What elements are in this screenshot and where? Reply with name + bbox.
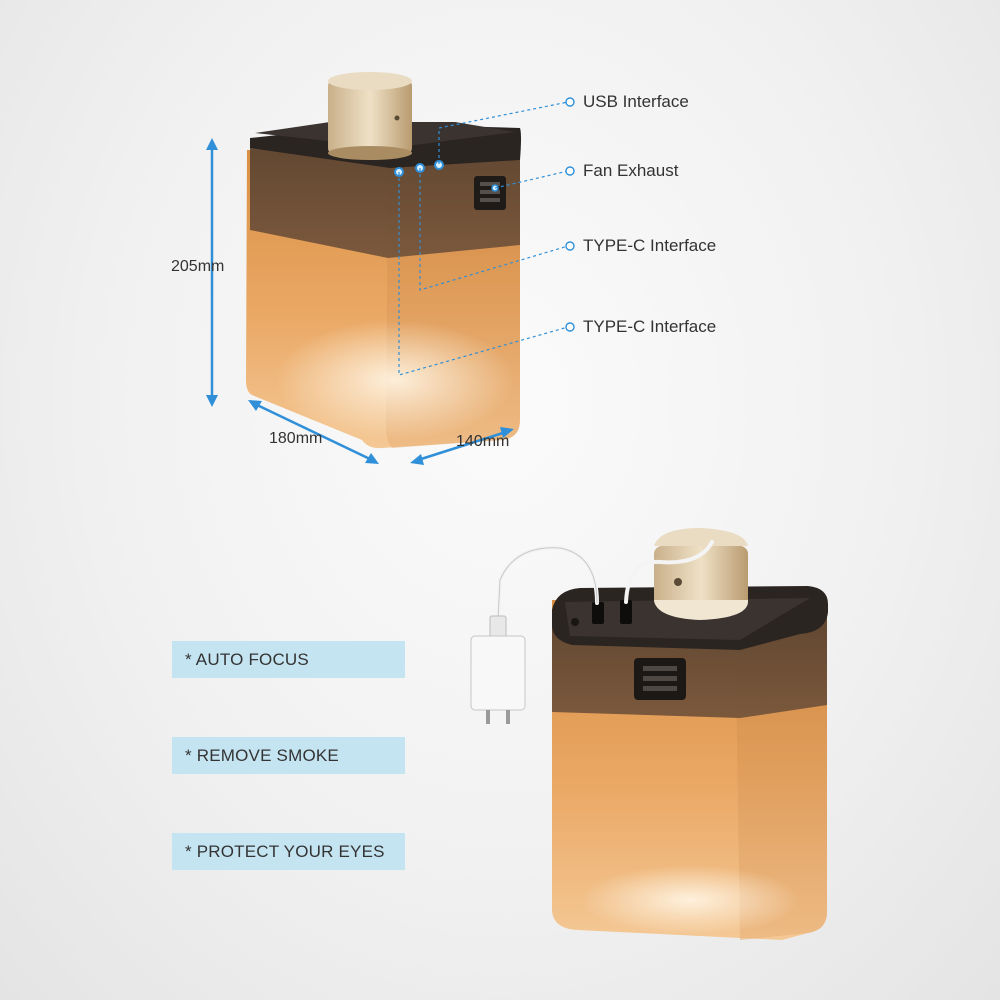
bottom-engraver-device bbox=[552, 528, 828, 940]
dimension-height: 205mm bbox=[171, 258, 225, 275]
callout-typec-interface-2: TYPE-C Interface bbox=[583, 317, 717, 336]
dimension-width: 180mm bbox=[269, 430, 323, 447]
callout-dot-typec2 bbox=[565, 322, 575, 332]
callout-dot-usb bbox=[565, 97, 575, 107]
dimension-arrows bbox=[206, 138, 514, 465]
callout-leader-lines bbox=[398, 101, 569, 376]
feature-auto-focus: * AUTO FOCUS bbox=[172, 641, 405, 678]
usb-charger bbox=[470, 615, 526, 724]
callout-dot-typec1 bbox=[565, 241, 575, 251]
callout-dot-fan bbox=[565, 166, 575, 176]
top-engraver-device bbox=[246, 72, 521, 449]
dimension-depth: 140mm bbox=[456, 433, 510, 450]
callout-usb-interface: USB Interface bbox=[583, 92, 689, 111]
callout-fan-exhaust: Fan Exhaust bbox=[583, 161, 679, 180]
feature-protect-your-eyes: * PROTECT YOUR EYES bbox=[172, 833, 405, 870]
feature-remove-smoke: * REMOVE SMOKE bbox=[172, 737, 405, 774]
callout-typec-interface-1: TYPE-C Interface bbox=[583, 236, 717, 255]
top-laser-module bbox=[328, 72, 412, 160]
